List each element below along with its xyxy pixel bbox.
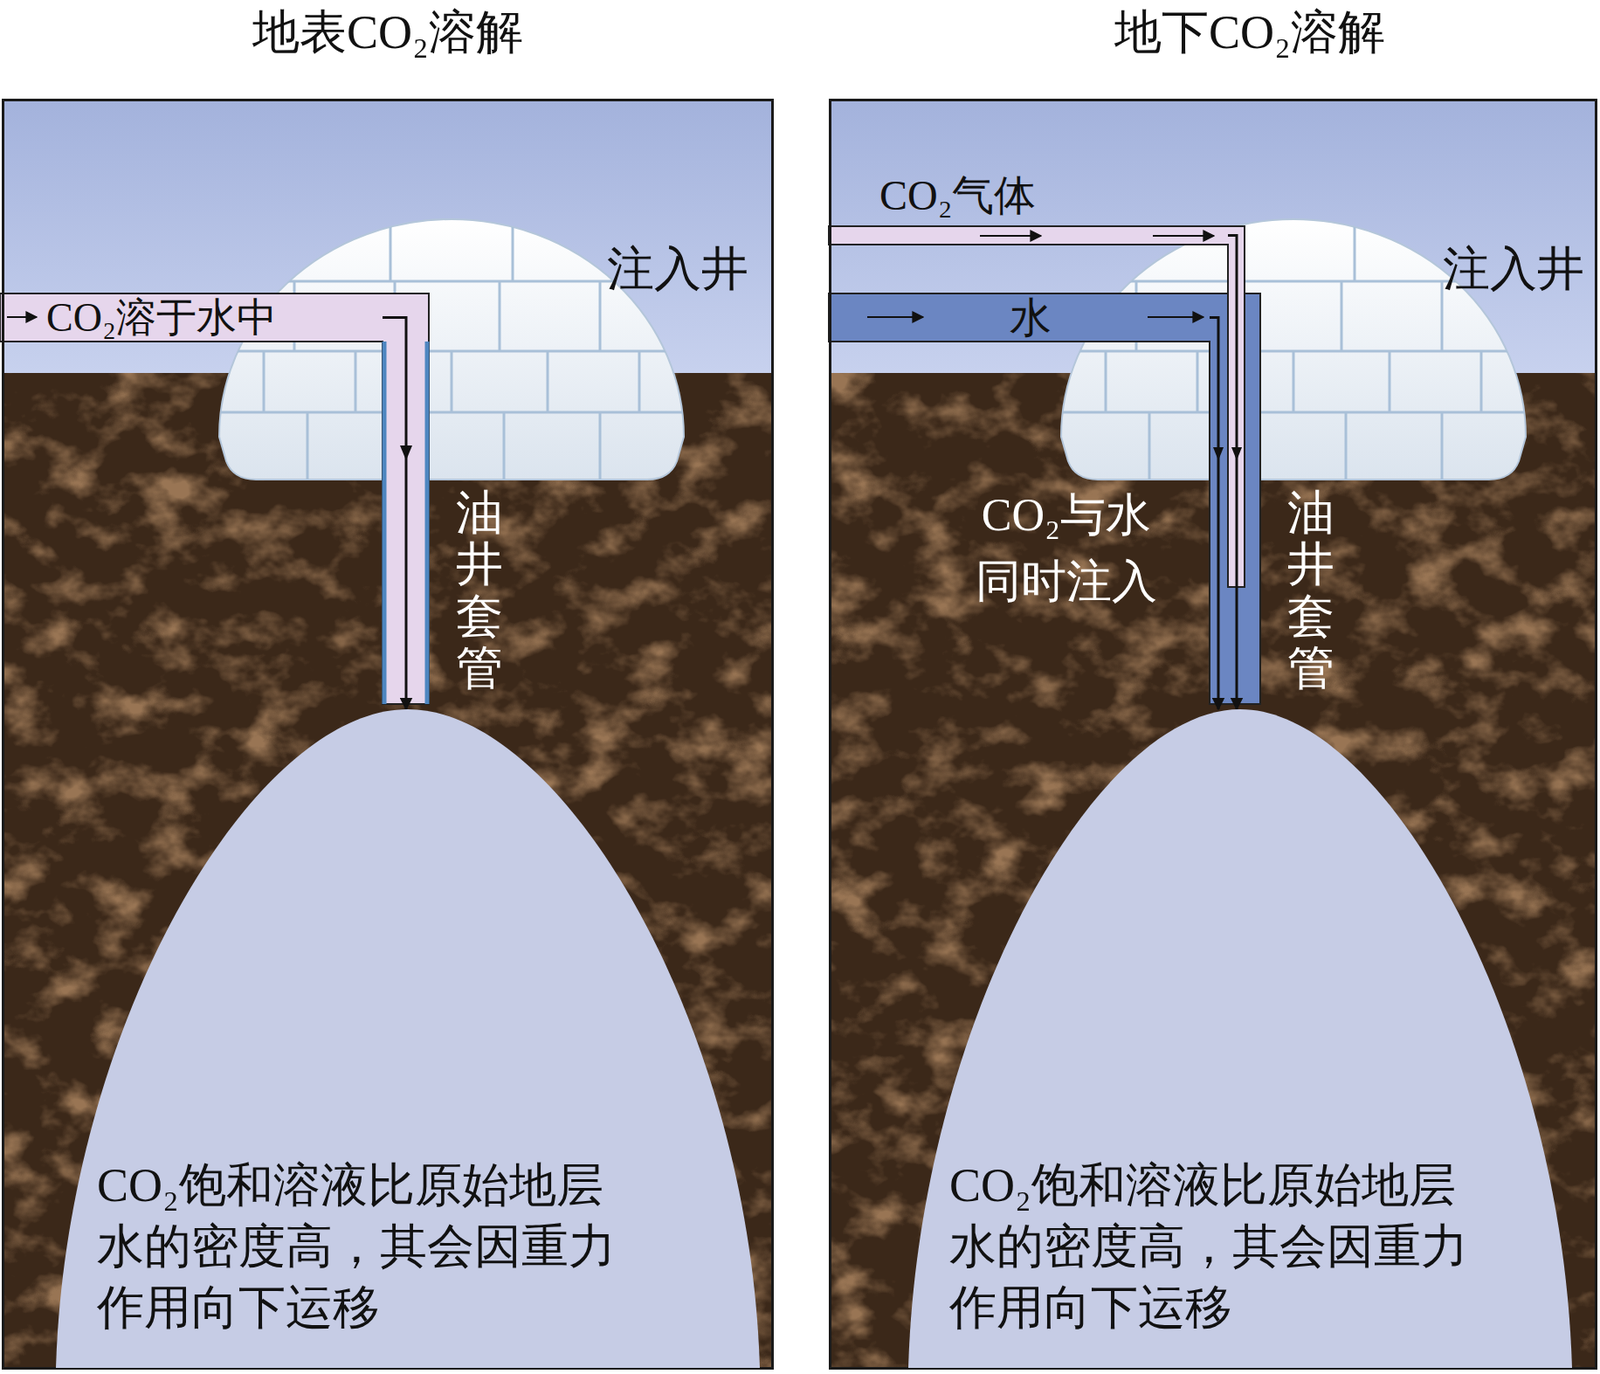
panel-title: 地下CO₂溶解 <box>1114 4 1386 62</box>
pipe-label: CO₂气体 <box>879 171 1036 221</box>
water-pipe: 水 <box>828 293 1210 342</box>
flow-connector <box>382 317 407 711</box>
plume-outline <box>55 709 760 1368</box>
flow-arrow <box>867 316 924 318</box>
flow-arrow <box>1147 316 1204 318</box>
gas-pipe: CO₂气体 <box>828 226 1228 245</box>
well-casing <box>425 341 430 704</box>
co2-plume: CO₂饱和溶液比原始地层 水的密度高，其会因重力 作用向下运移 <box>908 709 1573 1368</box>
injection-pipe-body <box>0 293 429 704</box>
well-casing <box>382 341 387 704</box>
water-pipe-body <box>828 293 1261 704</box>
flow-arrow <box>979 234 1042 237</box>
co2-plume: CO₂饱和溶液比原始地层 水的密度高，其会因重力 作用向下运移 <box>55 709 760 1368</box>
injection-note: CO₂与水 同时注入 <box>952 482 1180 615</box>
plume-note: CO₂饱和溶液比原始地层 水的密度高，其会因重力 作用向下运移 <box>949 1154 1579 1338</box>
injection-pipe: CO₂溶于水中 <box>3 293 383 342</box>
flow-connector <box>1209 317 1219 711</box>
pipe-label: 水 <box>1009 293 1052 342</box>
well-label: 注入井 <box>606 241 749 298</box>
casing-label: 油井套管 <box>1287 487 1335 696</box>
casing-label: 油井套管 <box>455 487 504 696</box>
panel-title: 地表CO₂溶解 <box>252 4 524 62</box>
flow-arrow <box>6 316 37 318</box>
pipe-label: CO₂溶于水中 <box>46 293 277 342</box>
well-label: 注入井 <box>1442 241 1585 298</box>
plume-note: CO₂饱和溶液比原始地层 水的密度高，其会因重力 作用向下运移 <box>96 1154 726 1338</box>
flow-connector <box>1227 235 1237 711</box>
flow-arrow <box>1152 234 1214 237</box>
